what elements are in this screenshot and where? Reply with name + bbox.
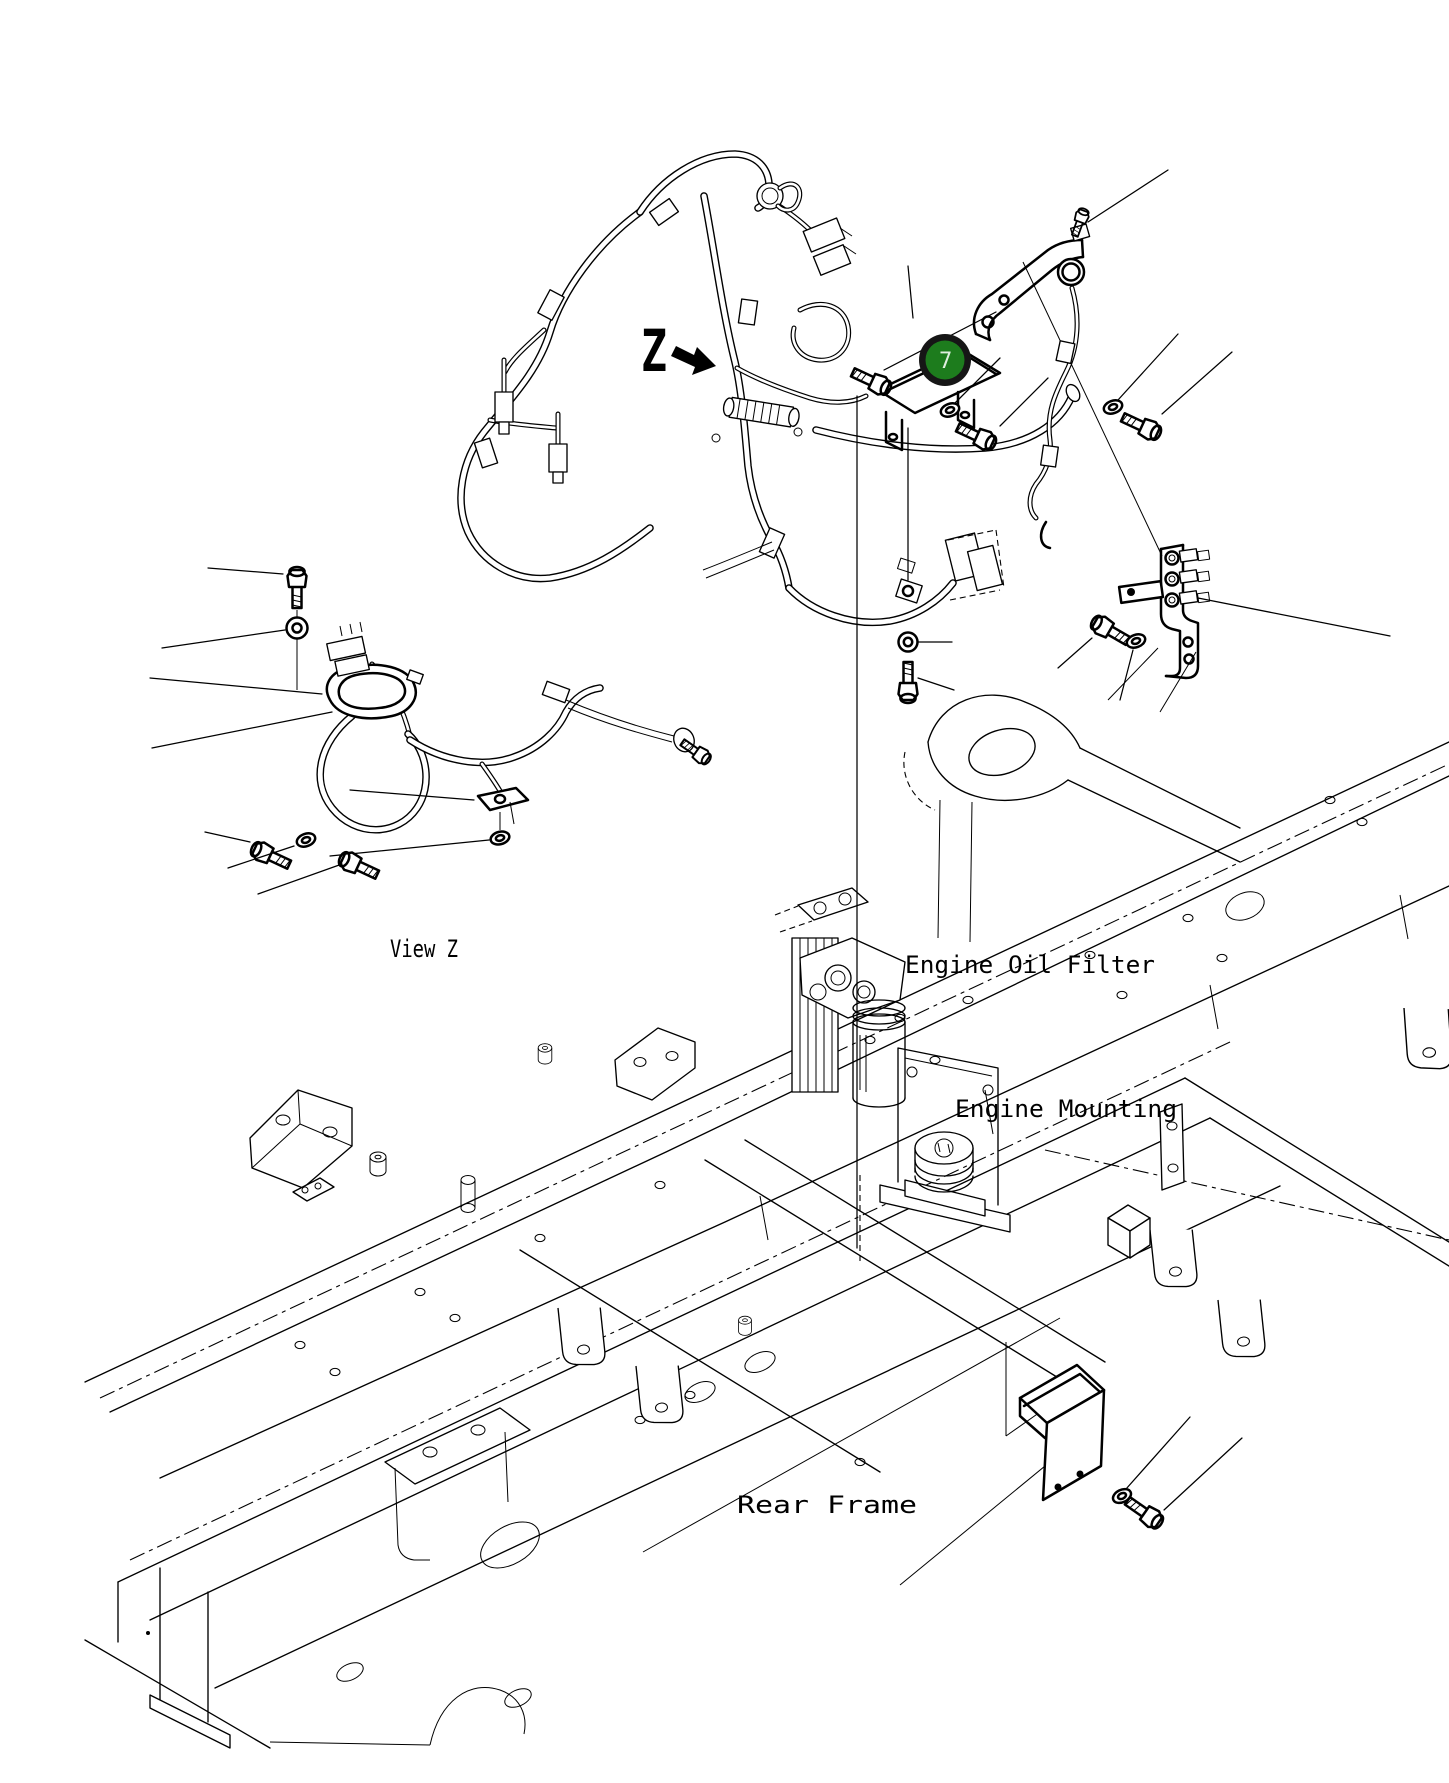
rear-frame-leader <box>642 1317 1061 1553</box>
rear-frame-structure <box>84 694 1449 1749</box>
view-z-detail <box>149 565 715 895</box>
view-z-label: View Z <box>390 935 458 963</box>
plate-leader <box>907 265 914 319</box>
callout-circle <box>925 340 965 380</box>
mid-washer <box>897 631 919 653</box>
engine-oil-filter-label: Engine Oil Filter <box>905 951 1155 979</box>
part-callout-7[interactable]: 7 <box>919 334 971 386</box>
view-direction-arrow-icon <box>671 346 716 375</box>
rear-frame-label: Rear Frame <box>737 1491 917 1519</box>
arm-leader <box>1087 169 1169 223</box>
engine-mounting-label: Engine Mounting <box>955 1095 1177 1123</box>
engine-oil-filter <box>791 937 906 1108</box>
cover-washer-leader <box>1125 1416 1191 1490</box>
cover-plate-part <box>1005 1342 1243 1534</box>
wiring-harness-assembly <box>461 154 1081 705</box>
harness-bracket <box>476 786 530 812</box>
view-direction-marker: Z <box>641 317 716 385</box>
cover-bolt-leader <box>1163 1437 1243 1511</box>
engine-mounting <box>859 1047 1011 1262</box>
terminal-leader <box>1197 597 1391 637</box>
view-marker-z: Z <box>641 317 667 385</box>
callout-number: 7 <box>939 349 952 374</box>
